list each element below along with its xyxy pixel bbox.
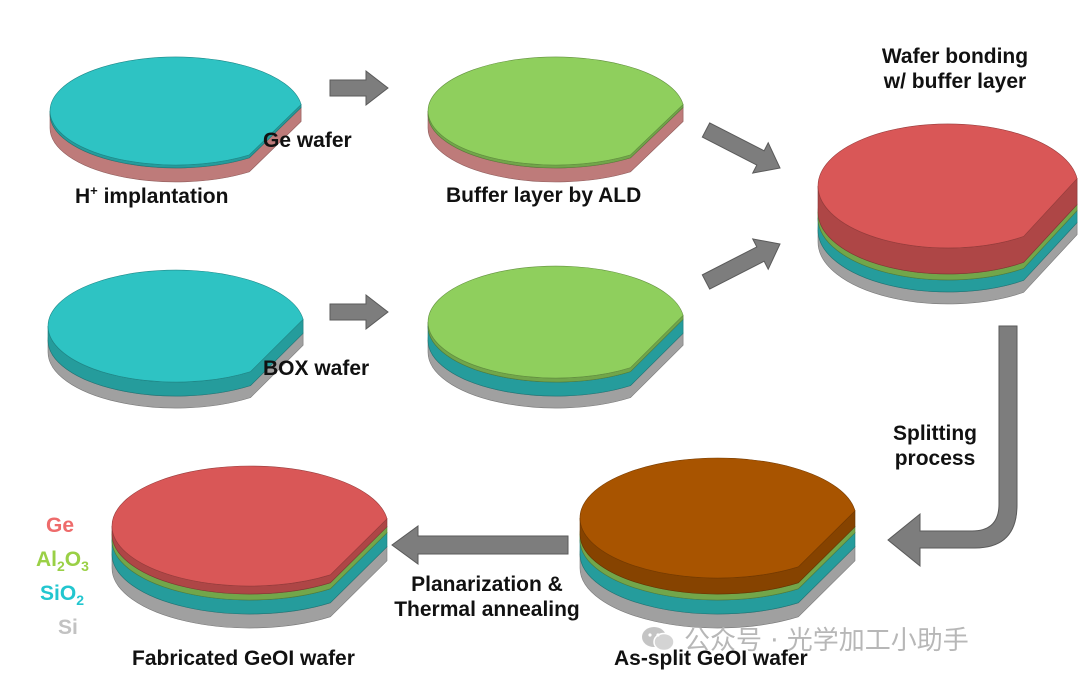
legend-sio-text: SiO [40,582,77,605]
arrow-box-to-buffer [329,293,389,331]
ge-implant-wafer [49,56,302,183]
wafer-bonding-line1: Wafer bonding [881,45,1029,68]
legend-o-text: O [64,548,82,571]
wechat-icon [642,626,675,651]
legend-si-text: Si [58,616,78,639]
watermark-text: 公众号 · 光学加工小助手 [684,626,969,656]
wafer-bonding-label: Wafer bonding w/ buffer layer [850,44,1060,94]
ge-implant-wafer-implant-line-top [49,56,302,166]
as-split-wafer-ge-layer-top [579,457,856,579]
as-split-geoi-label: As-split GeOI wafer [614,647,808,670]
bonded-wafer-ge-layer-top [817,123,1078,249]
as-split-wafer [579,457,856,629]
legend-sio2: SiO2 [40,582,84,608]
fabricated-geoi-label: Fabricated GeOI wafer [132,647,355,670]
splitting-process-label: Splitting process [870,421,1000,471]
box-buffer-wafer-al2o3-layer-top [427,265,684,379]
fabricated-wafer-ge-layer [111,465,388,595]
watermark: 公众号 · 光学加工小助手 [640,620,969,657]
buffer-ald-wafer-al2o3-layer [427,56,684,169]
arrow-ge-to-buffer [329,69,389,107]
arrow-buffer-to-bonding-bottom [701,238,781,290]
legend-o-sub: 3 [81,558,89,575]
bonded-wafer [817,123,1078,305]
arrow-buffer-to-bonding-top [701,122,781,174]
fabricated-wafer [111,465,388,629]
legend-sio-sub: 2 [76,592,84,609]
h-implantation-prefix: H [75,185,91,208]
box-wafer-label: BOX wafer [263,357,370,380]
splitting-line2: process [894,447,976,471]
box-buffer-wafer [427,265,684,409]
box-wafer-sio2-layer [47,269,304,397]
ge-wafer-label: Ge wafer [263,129,352,152]
legend-si: Si [58,616,78,640]
legend-ge: Ge [46,514,74,538]
arrow-as-split-to-fabricated [391,525,569,565]
planarization-line2: Thermal annealing [394,598,580,622]
buffer-ald-wafer-al2o3-layer-top [427,56,684,166]
arrow-bonding-to-as-split [887,325,1018,568]
bonded-wafer-ge-layer [817,123,1078,275]
legend-al2o3: Al2O3 [36,548,89,574]
fabricated-wafer-ge-layer-top [111,465,388,587]
splitting-line1: Splitting [893,422,977,445]
planarization-label: Planarization & Thermal annealing [372,572,602,622]
as-split-wafer-ge-layer [579,457,856,595]
box-wafer-sio2-layer-top [47,269,304,383]
legend-al-sub: 2 [57,558,65,575]
box-wafer [47,269,304,409]
legend-al-text: Al [36,548,57,571]
ge-implant-wafer-implant-line [49,56,302,169]
wafer-bonding-line2: w/ buffer layer [883,70,1027,94]
buffer-ald-label: Buffer layer by ALD [446,184,642,207]
h-implantation-suffix: implantation [97,185,229,208]
box-buffer-wafer-al2o3-layer [427,265,684,383]
h-implantation-label: H+ implantation [75,183,228,209]
h-implantation-sup: + [90,183,98,198]
buffer-ald-wafer [427,56,684,183]
planarization-line1: Planarization & [411,573,563,596]
legend-ge-text: Ge [46,514,75,537]
